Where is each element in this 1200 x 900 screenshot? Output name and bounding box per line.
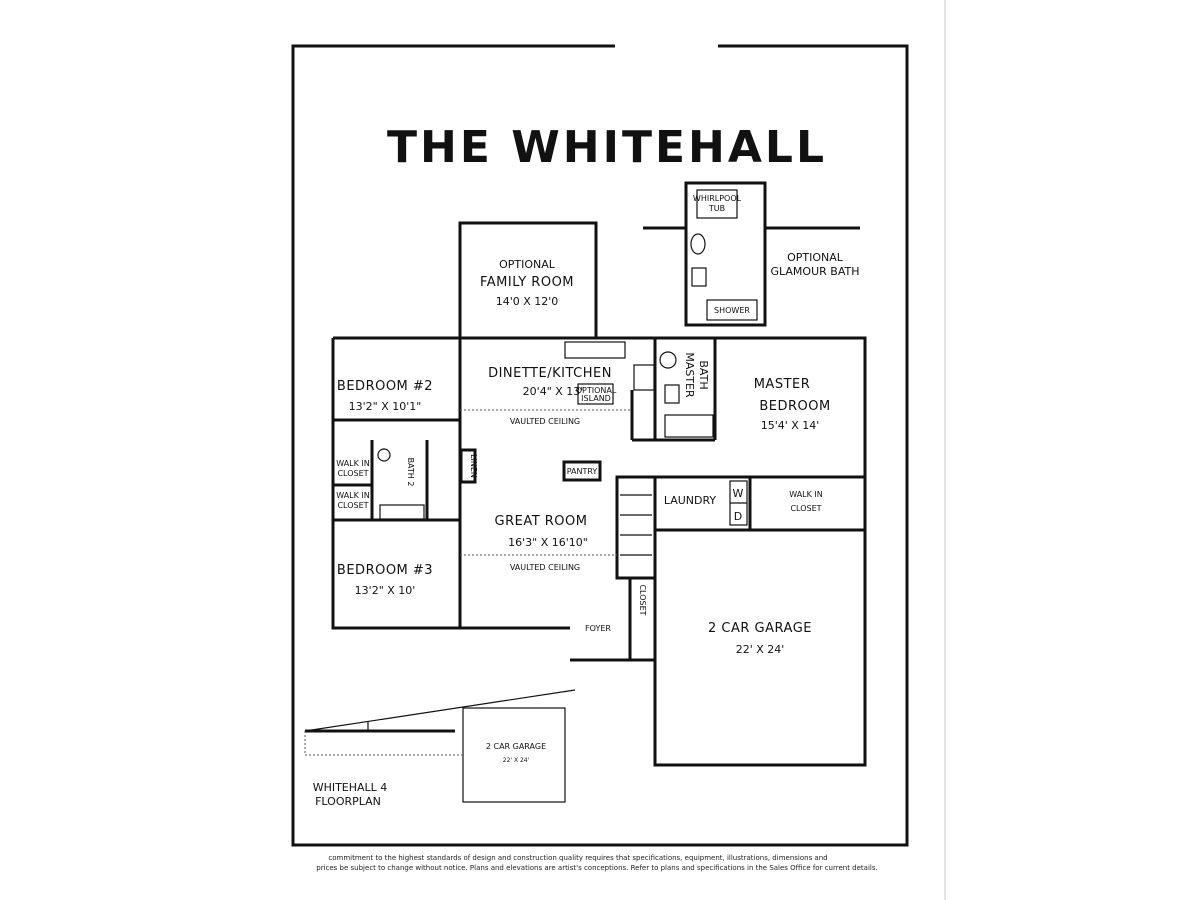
plan-caption: FLOORPLAN	[315, 795, 381, 808]
laundry-label: LAUNDRY	[664, 494, 717, 507]
frame	[291, 44, 909, 847]
family-room-label: OPTIONAL	[499, 258, 556, 271]
master-bedroom-label: MASTER	[754, 377, 811, 392]
alt-garage-plan	[304, 689, 576, 803]
garage-label: 2 CAR GARAGE	[708, 621, 812, 636]
master-closet-label: WALK IN	[789, 490, 823, 499]
bedroom2-size: 13'2" X 10'1"	[349, 400, 422, 413]
bedroom3-size: 13'2" X 10'	[355, 584, 416, 597]
family-room-label: FAMILY ROOM	[480, 275, 574, 290]
pantry-label: PANTRY	[567, 467, 598, 476]
alt-garage-label: 2 CAR GARAGE	[486, 742, 546, 751]
disclaimer-text: commitment to the highest standards of d…	[328, 854, 827, 862]
island-label: ISLAND	[581, 394, 611, 403]
master-bedroom-label: BEDROOM	[759, 399, 830, 414]
closet-label: CLOSET	[638, 584, 647, 615]
closet-label: WALK IN	[336, 491, 370, 500]
family-room-size: 14'0 X 12'0	[496, 295, 559, 308]
alt-garage-size: 22' X 24'	[503, 757, 530, 764]
vaulted-ceiling-label: VAULTED CEILING	[510, 417, 580, 426]
master-bath-label: MASTER	[683, 352, 696, 398]
island-label: OPTIONAL	[576, 386, 617, 395]
foyer-label: FOYER	[585, 624, 611, 633]
whirlpool-tub-label: WHIRLPOOL	[693, 194, 742, 203]
closet-label: CLOSET	[337, 501, 368, 510]
glamour-bath-label: GLAMOUR BATH	[771, 265, 860, 278]
shower-label: SHOWER	[714, 306, 750, 315]
master-bedroom-size: 15'4' X 14'	[761, 419, 820, 432]
plan-caption: WHITEHALL 4	[313, 781, 388, 794]
glamour-bath-label: OPTIONAL	[787, 251, 844, 264]
fixtures	[377, 341, 862, 766]
closet-label: CLOSET	[337, 469, 368, 478]
closet-label: WALK IN	[336, 459, 370, 468]
whirlpool-tub-label: TUB	[708, 204, 725, 213]
glamour-bath	[643, 181, 860, 327]
master-bath-label: BATH	[697, 360, 710, 389]
great-room-size: 16'3" X 16'10"	[508, 536, 588, 549]
plan-title: THE WHITEHALL	[387, 122, 827, 173]
linen-label: LINEN	[469, 454, 478, 478]
garage-size: 22' X 24'	[736, 643, 785, 656]
bedroom2-label: BEDROOM #2	[337, 379, 433, 394]
master-closet-label: CLOSET	[790, 504, 821, 513]
house-walls	[331, 336, 867, 767]
great-room-label: GREAT ROOM	[495, 514, 588, 529]
bedroom3-label: BEDROOM #3	[337, 563, 433, 578]
disclaimer-text: prices be subject to change without noti…	[316, 864, 877, 872]
vaulted-ceiling-label: VAULTED CEILING	[510, 563, 580, 572]
kitchen-size: 20'4" X 13'	[523, 385, 584, 398]
kitchen-label: DINETTE/KITCHEN	[488, 366, 612, 381]
dryer-label: D	[734, 510, 742, 523]
bath2-label: BATH 2	[406, 458, 415, 487]
washer-label: W	[733, 487, 744, 500]
